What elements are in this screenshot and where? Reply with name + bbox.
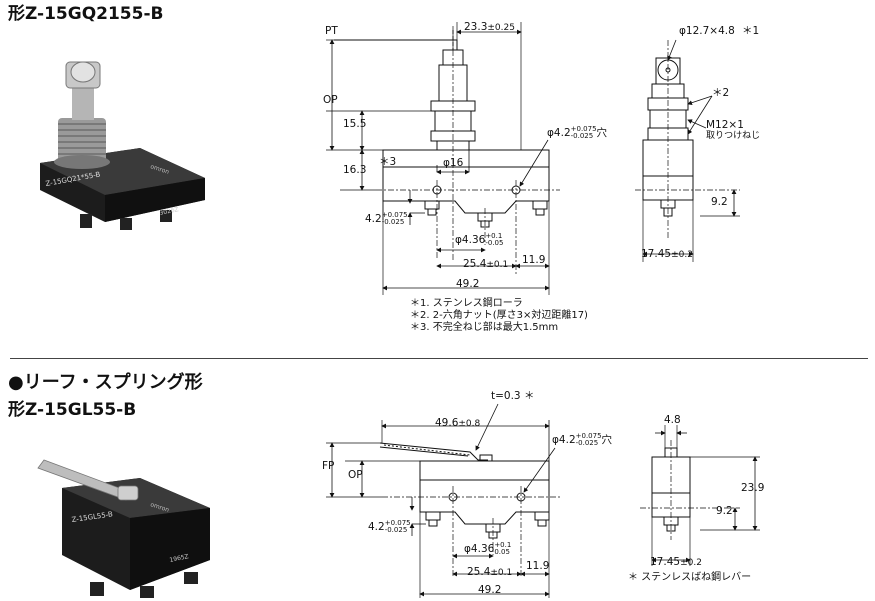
product-photo-leaf-spring: Z-15GL55-B omron 1965Z — [37, 459, 210, 598]
note-2: ＊2. 2-六角ナット(厚さ3×対辺距離17) — [410, 310, 588, 321]
dim-op-2: OP — [348, 469, 363, 481]
note-ref-1: ＊1 — [742, 25, 760, 37]
dim-49-2-b: 49.2 — [478, 584, 502, 596]
dim-4-2-b: 4.2+0.075-0.025 — [368, 519, 411, 534]
note-ref-2: ＊2 — [712, 87, 730, 99]
dim-23-9: 23.9 — [741, 482, 765, 494]
note-1: ＊1. ステンレス鋼ローラ — [410, 298, 523, 309]
front-view-1 — [326, 22, 560, 295]
note-leaf: ＊ ステンレスばね鋼レバー — [628, 572, 752, 583]
model-title-2: 形Z-15GL55-B — [8, 400, 137, 420]
dim-phi16: φ16 — [443, 157, 464, 169]
model-title-1: 形Z-15GQ2155-B — [8, 4, 164, 24]
dim-25-4-b: 25.4±0.1 — [467, 566, 513, 578]
side-view-2 — [640, 425, 760, 566]
side-view-1 — [635, 39, 740, 262]
dim-thickness: t=0.3 ＊ — [491, 390, 535, 402]
dim-fp: FP — [322, 460, 335, 472]
dim-16-3: 16.3 — [343, 164, 367, 176]
dim-pt: PT — [325, 25, 338, 37]
dim-17-45: 17.45±0.2 — [641, 248, 693, 260]
note-ref-3: ＊3 — [379, 156, 397, 168]
dim-49-2: 49.2 — [456, 278, 480, 290]
section-divider — [10, 358, 868, 359]
svg-text:3026Z: 3026Z — [159, 206, 179, 217]
svg-text:1965Z: 1965Z — [169, 553, 189, 564]
product-photo-roller-plunger: Z-15GQ21*55-B omron 3026Z — [40, 61, 205, 230]
section-heading: ●リーフ・スプリング形 — [8, 372, 203, 393]
dim-thread-label: 取りつけねじ — [706, 131, 761, 141]
dim-phi4-36: φ4.36+0.1-0.05 — [455, 232, 504, 247]
dim-9-2-b: 9.2 — [716, 505, 733, 517]
note-3: ＊3. 不完全ねじ部は最大1.5mm — [410, 322, 559, 333]
dim-op: OP — [323, 94, 338, 106]
dim-roller: φ12.7×4.8 — [679, 25, 735, 37]
dim-4-8: 4.8 — [664, 414, 681, 426]
front-view-2 — [326, 403, 560, 598]
dim-4-2: 4.2+0.075-0.025 — [365, 211, 408, 226]
dim-11-9-b: 11.9 — [526, 560, 550, 572]
dim-11-9: 11.9 — [522, 254, 546, 266]
dim-thread: M12×1 — [706, 119, 744, 131]
dim-15-5: 15.5 — [343, 118, 367, 130]
dim-25-4: 25.4±0.1 — [463, 258, 509, 270]
dim-49-6: 49.6±0.8 — [435, 417, 481, 429]
dim-17-45-b: 17.45±0.2 — [650, 556, 702, 568]
dim-9-2: 9.2 — [711, 196, 728, 208]
dim-23-3: 23.3±0.25 — [464, 21, 515, 33]
